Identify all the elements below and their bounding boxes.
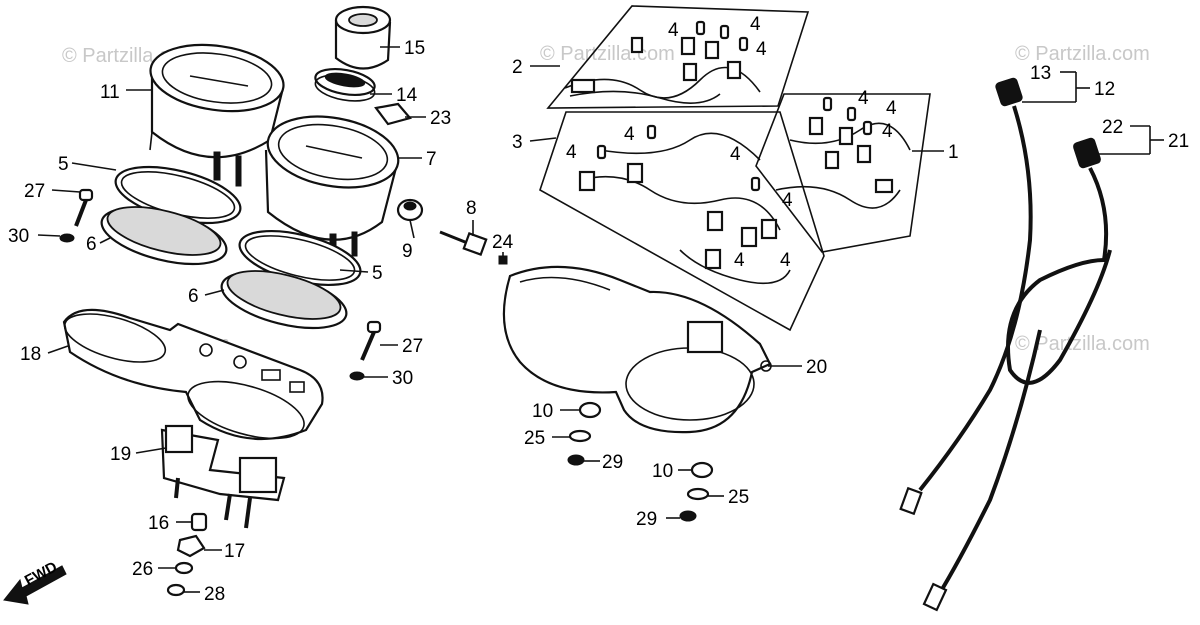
screw-part-27-right[interactable] (360, 320, 382, 361)
callout-10-left: 10 (532, 401, 553, 422)
tachometer-cable-part-21[interactable] (922, 137, 1112, 612)
collar-part-16[interactable] (190, 512, 208, 532)
nut-part-10-right[interactable] (690, 461, 714, 479)
callout-28: 28 (204, 584, 225, 605)
callout-9: 9 (402, 241, 413, 262)
leader-lines (37, 46, 1164, 593)
callout-4-e: 4 (566, 142, 577, 163)
callout-22: 22 (1102, 117, 1123, 138)
callout-4-b: 4 (750, 14, 761, 35)
bracket-part-19[interactable] (160, 424, 286, 529)
callout-3: 3 (512, 132, 523, 153)
knob-part-9[interactable] (396, 198, 424, 222)
callout-25-right: 25 (728, 487, 749, 508)
callout-15: 15 (404, 38, 425, 59)
watermark-2: © Partzilla.com (540, 43, 675, 65)
callout-6-right: 6 (188, 286, 199, 307)
callout-30-right: 30 (392, 368, 413, 389)
washer-part-26[interactable] (174, 561, 194, 575)
speedometer-cable-part-12[interactable] (899, 77, 1033, 516)
callout-4-c: 4 (756, 39, 767, 60)
callout-7: 7 (426, 149, 437, 170)
callout-29-right: 29 (636, 509, 657, 530)
callout-21: 21 (1168, 131, 1189, 152)
callout-12: 12 (1094, 79, 1115, 100)
nut-part-10-left[interactable] (578, 401, 602, 419)
washer-part-30-left[interactable] (59, 233, 75, 243)
callout-5-left: 5 (58, 154, 69, 175)
grommet-part-14[interactable] (313, 65, 376, 105)
cushion-part-17[interactable] (176, 534, 206, 558)
screw-part-27-left[interactable] (74, 188, 94, 227)
callout-11: 11 (100, 82, 120, 103)
callout-4-g: 4 (734, 250, 745, 271)
callout-20: 20 (806, 357, 827, 378)
speedometer-part-11[interactable] (146, 37, 288, 187)
callout-1: 1 (948, 142, 959, 163)
callout-25-left: 25 (524, 428, 545, 449)
callout-29-left: 29 (602, 452, 623, 473)
screw-part-29-left[interactable] (567, 454, 585, 466)
callout-27-right: 27 (402, 336, 423, 357)
screw-part-29-right[interactable] (679, 510, 697, 522)
harness-part-1[interactable] (755, 93, 931, 253)
callout-8: 8 (466, 198, 477, 219)
callout-10-right: 10 (652, 461, 673, 482)
callout-4-h: 4 (780, 250, 791, 271)
callout-4-l: 4 (782, 190, 793, 211)
callout-27-left: 27 (24, 181, 45, 202)
washer-part-25-right[interactable] (686, 487, 710, 501)
callout-16: 16 (148, 513, 169, 534)
callout-24: 24 (492, 232, 514, 253)
forward-arrow-icon (3, 565, 67, 605)
callout-5-right: 5 (372, 263, 383, 284)
washer-part-30-right[interactable] (349, 371, 365, 381)
callout-4-a: 4 (668, 20, 679, 41)
callout-26: 26 (132, 559, 153, 580)
callout-2: 2 (512, 57, 523, 78)
gasket-part-23[interactable] (374, 102, 412, 126)
callout-4-f: 4 (730, 144, 741, 165)
callout-4-i: 4 (858, 88, 869, 109)
harness-part-2[interactable] (546, 5, 810, 109)
callout-23: 23 (430, 108, 451, 129)
callout-4-j: 4 (886, 98, 897, 119)
callout-13: 13 (1030, 63, 1051, 84)
watermark-3: © Partzilla.com (1015, 43, 1150, 65)
tachometer-part-7[interactable] (262, 107, 404, 257)
callout-19: 19 (110, 444, 131, 465)
nut-part-28[interactable] (166, 583, 186, 597)
watermark-5: © Partzilla.com (1015, 333, 1150, 355)
harness-part-3[interactable] (539, 111, 825, 332)
callout-30-left: 30 (8, 226, 29, 247)
meter-housing-part-20[interactable] (502, 265, 772, 434)
callout-18: 18 (20, 344, 41, 365)
indicator-socket-part-15[interactable] (334, 5, 392, 70)
callout-6-left: 6 (86, 234, 97, 255)
callout-4-k: 4 (882, 121, 893, 142)
callout-14: 14 (396, 85, 418, 106)
meter-case-part-18[interactable] (60, 304, 324, 449)
bulb-part-4-group[interactable] (596, 20, 873, 192)
callout-17: 17 (224, 541, 245, 562)
callout-4-d: 4 (624, 124, 635, 145)
washer-part-25-left[interactable] (568, 429, 592, 443)
reset-knob-part-8[interactable] (439, 230, 488, 257)
